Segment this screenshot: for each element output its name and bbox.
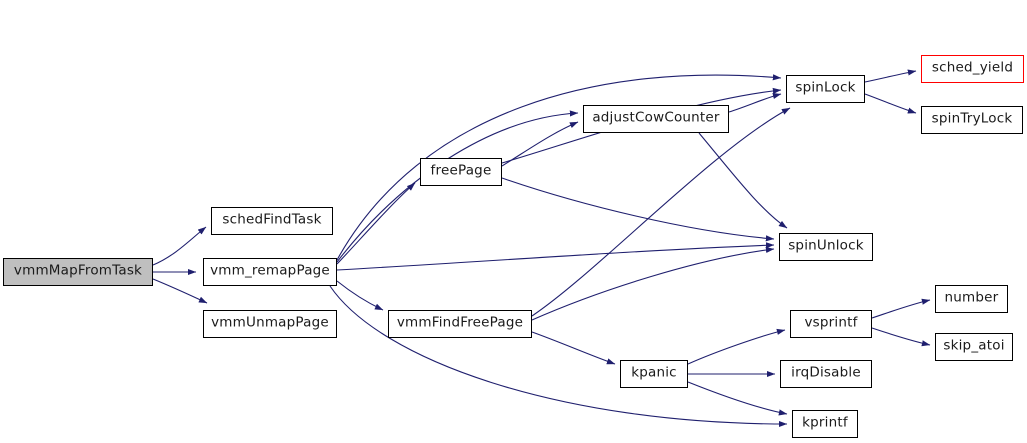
graph-node-label: spinLock — [795, 79, 856, 96]
graph-node-spinLock[interactable]: spinLock — [786, 75, 865, 103]
graph-node-label: vsprintf — [804, 314, 858, 331]
call-edge — [336, 182, 416, 265]
call-edge — [687, 328, 786, 365]
call-edge — [336, 110, 579, 263]
graph-node-label: spinUnlock — [788, 237, 864, 254]
call-edge — [152, 278, 208, 304]
graph-node-vmmMapFromTask[interactable]: vmmMapFromTask — [3, 258, 153, 286]
call-edge — [864, 93, 917, 114]
graph-node-label: freePage — [430, 162, 492, 179]
graph-node-label: schedFindTask — [222, 211, 322, 228]
graph-node-freePage[interactable]: freePage — [420, 158, 502, 186]
call-edge — [864, 69, 917, 83]
call-edge — [336, 242, 775, 271]
graph-node-spinUnlock[interactable]: spinUnlock — [779, 233, 873, 261]
graph-node-kpanic[interactable]: kpanic — [620, 360, 688, 388]
graph-node-label: kpanic — [631, 364, 677, 381]
graph-node-vmm_remapPage[interactable]: vmm_remapPage — [203, 258, 337, 286]
call-edge — [531, 246, 775, 321]
call-edge — [871, 298, 931, 319]
graph-node-sched_yield[interactable]: sched_yield — [921, 55, 1024, 83]
call-edge — [871, 327, 931, 347]
graph-node-vmmUnmapPage[interactable]: vmmUnmapPage — [203, 310, 337, 338]
graph-node-label: skip_atoi — [943, 337, 1005, 354]
graph-node-vmmFindFreePage[interactable]: vmmFindFreePage — [388, 310, 532, 338]
graph-node-skip_atoi[interactable]: skip_atoi — [935, 333, 1013, 361]
graph-node-vsprintf[interactable]: vsprintf — [790, 310, 872, 338]
graph-node-label: vmmUnmapPage — [211, 314, 329, 331]
graph-node-number[interactable]: number — [935, 285, 1008, 313]
graph-node-label: spinTryLock — [931, 110, 1013, 127]
graph-node-label: vmmMapFromTask — [13, 262, 143, 279]
graph-node-label: number — [944, 289, 999, 306]
call-edge — [501, 177, 775, 242]
graph-node-label: irqDisable — [791, 364, 861, 381]
call-edge — [152, 226, 207, 266]
call-edge — [531, 107, 791, 317]
graph-node-label: kprintf — [802, 414, 848, 431]
call-edge — [336, 74, 782, 261]
graph-node-label: sched_yield — [931, 59, 1014, 76]
graph-node-kprintf[interactable]: kprintf — [792, 410, 858, 438]
graph-node-label: vmm_remapPage — [210, 262, 330, 279]
graph-node-schedFindTask[interactable]: schedFindTask — [211, 207, 333, 235]
call-edge — [336, 280, 384, 311]
graph-node-irqDisable[interactable]: irqDisable — [780, 360, 872, 388]
call-edge — [687, 381, 788, 416]
call-edge — [728, 92, 782, 113]
graph-node-adjustCowCounter[interactable]: adjustCowCounter — [583, 105, 729, 133]
call-edge — [329, 285, 788, 428]
graph-node-label: adjustCowCounter — [592, 109, 720, 126]
graph-node-spinTryLock[interactable]: spinTryLock — [921, 106, 1023, 134]
call-edge — [698, 132, 788, 229]
call-edge — [531, 331, 616, 365]
graph-node-label: vmmFindFreePage — [396, 314, 524, 331]
